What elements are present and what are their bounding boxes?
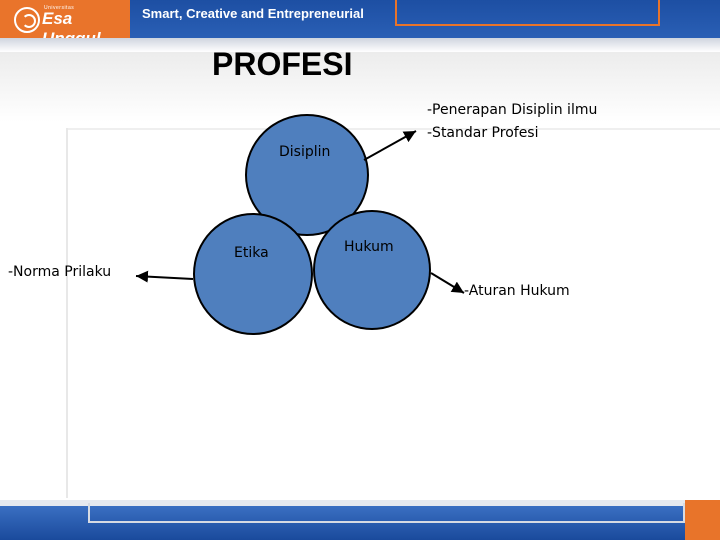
arrow-to-standar [363,130,417,161]
arrow-to-aturan [430,272,465,294]
footer-frame [88,503,685,523]
footer-bar [0,500,720,540]
circle-etika [193,213,313,335]
footer-strip [0,500,720,506]
label-disiplin: Disiplin [279,144,331,160]
arrow-to-norma [135,270,194,283]
label-etika: Etika [234,245,269,261]
circle-hukum [313,210,431,330]
note-penerapan: -Penerapan Disiplin ilmu [427,102,598,118]
footer-orange [685,500,720,540]
note-standar: -Standar Profesi [427,125,539,141]
tagline-bar [130,0,720,38]
logo: Universitas Esa Unggul [0,0,130,48]
title-background [0,52,720,122]
header-bar: Universitas Esa Unggul Smart, Creative a… [0,0,720,48]
note-norma: -Norma Prilaku [8,264,112,280]
content-left-rule [66,128,68,498]
footer-blue [0,506,690,540]
label-hukum: Hukum [344,239,394,255]
tagline: Smart, Creative and Entrepreneurial [142,6,364,21]
slide-title: PROFESI [212,46,353,82]
header-frame [395,0,660,26]
note-aturan: -Aturan Hukum [464,283,570,299]
logo-caption: Universitas [44,5,75,11]
university-logo-icon [14,7,40,33]
content-top-rule [66,128,720,130]
header-band [0,38,720,52]
